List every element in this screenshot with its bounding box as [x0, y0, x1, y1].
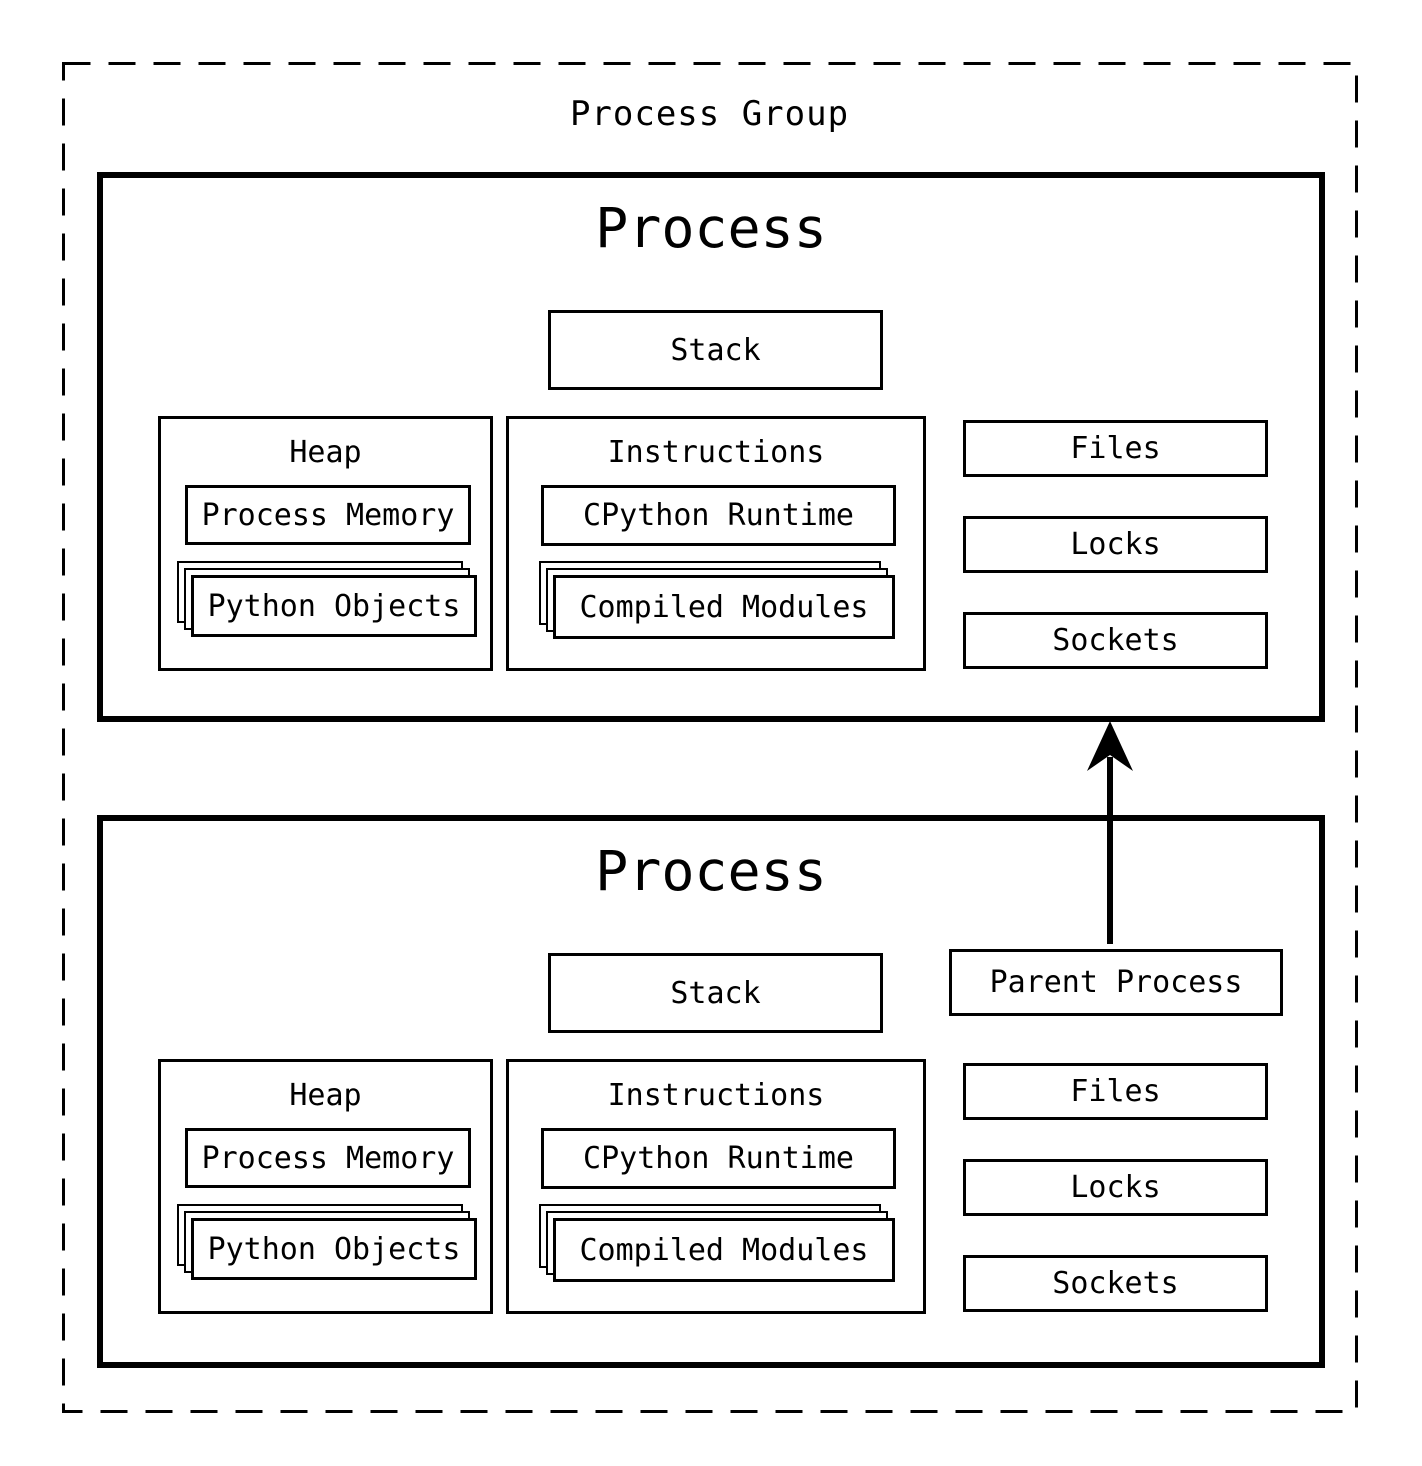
compiled-modules-stack: Compiled Modules	[539, 561, 895, 639]
files-box: Files	[963, 420, 1268, 477]
process-memory-box: Process Memory	[185, 485, 471, 545]
stack-box: Stack	[548, 310, 883, 390]
parent-process-box: Parent Process	[949, 949, 1283, 1016]
cpython-runtime-box: CPython Runtime	[541, 485, 896, 546]
sockets-box: Sockets	[963, 612, 1268, 669]
sockets-box: Sockets	[963, 1255, 1268, 1312]
instructions-label: Instructions	[607, 435, 825, 470]
instructions-box: Instructions CPython Runtime Compiled Mo…	[506, 1059, 926, 1314]
process-box-bottom: Process Stack Parent Process Heap Proces…	[97, 815, 1325, 1368]
python-objects-box: Python Objects	[191, 1218, 477, 1280]
python-objects-stack: Python Objects	[177, 561, 477, 637]
python-objects-stack: Python Objects	[177, 1204, 477, 1280]
compiled-modules-stack: Compiled Modules	[539, 1204, 895, 1282]
heap-label: Heap	[289, 1078, 362, 1113]
process-box-top: Process Stack Heap Process Memory Python…	[97, 172, 1325, 722]
python-objects-box: Python Objects	[191, 575, 477, 637]
heap-label: Heap	[289, 435, 362, 470]
files-box: Files	[963, 1063, 1268, 1120]
heap-box: Heap Process Memory Python Objects	[158, 416, 493, 671]
process-group-label: Process Group	[569, 94, 850, 134]
process-memory-box: Process Memory	[185, 1128, 471, 1188]
cpython-runtime-box: CPython Runtime	[541, 1128, 896, 1189]
instructions-label: Instructions	[607, 1078, 825, 1113]
locks-box: Locks	[963, 516, 1268, 573]
instructions-box: Instructions CPython Runtime Compiled Mo…	[506, 416, 926, 671]
process-title: Process	[595, 839, 827, 903]
stack-box: Stack	[548, 953, 883, 1033]
compiled-modules-box: Compiled Modules	[553, 1218, 895, 1282]
heap-box: Heap Process Memory Python Objects	[158, 1059, 493, 1314]
process-title: Process	[595, 196, 827, 260]
locks-box: Locks	[963, 1159, 1268, 1216]
compiled-modules-box: Compiled Modules	[553, 575, 895, 639]
